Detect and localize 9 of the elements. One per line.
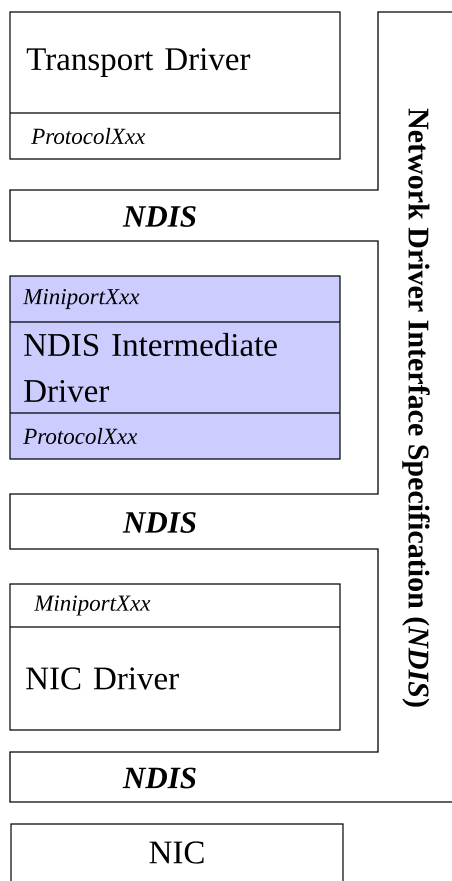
interface-label: ProtocolXxx — [31, 128, 146, 144]
interface-label: ProtocolXxx — [23, 428, 138, 444]
layer-label: NIC — [150, 841, 204, 864]
card-box — [10, 823, 344, 881]
layer-label: NIC Driver — [26, 667, 179, 690]
interface-label: MiniportXxx — [22, 288, 140, 310]
interface-label: MiniportXxx — [34, 595, 150, 616]
layer-label: NDIS Intermediate Driver — [24, 332, 277, 402]
layer-label: Transport Driver — [26, 48, 250, 77]
